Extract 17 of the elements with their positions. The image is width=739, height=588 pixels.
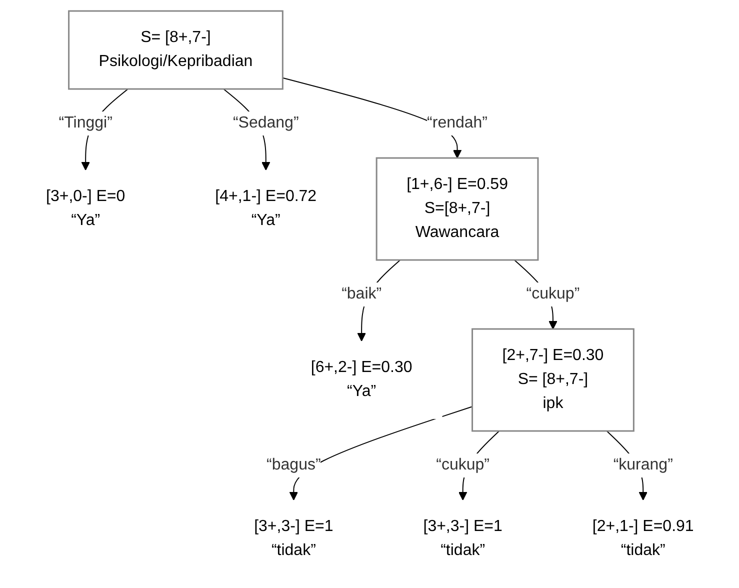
node-text: [3+,3-] E=1 “tidak” [254,517,333,558]
edge-label: “Tinggi” [58,114,112,131]
edge-label: “baik” [341,284,382,302]
node-box: [1+,6-] E=0.59 S=[8+,7-] Wawancara [375,156,538,260]
node-box: S= [8+,7-] Psikologi/Kepribadian [68,10,283,90]
node-text: [4+,1-] E=0.72 “Ya” [214,187,316,228]
edge-label: “cukup” [436,456,490,473]
node-box: [2+,7-] E=0.30 S= [8+,7-] ipk [471,328,634,432]
edge-label: “rendah” [426,114,488,131]
edge-label: “Sedang” [232,114,298,131]
node-text: [6+,2-] E=0.30 “Ya” [310,358,412,400]
edge-label: “bagus” [266,456,320,473]
node-text: [3+,0-] E=0 “Ya” [46,187,125,228]
node-text: [2+,1-] E=0.91 “tidak” [592,517,694,558]
node-text: [3+,3-] E=1 “tidak” [422,517,502,558]
edge-label: “kurang” [612,456,672,473]
edge-label: “cukup” [526,284,580,302]
